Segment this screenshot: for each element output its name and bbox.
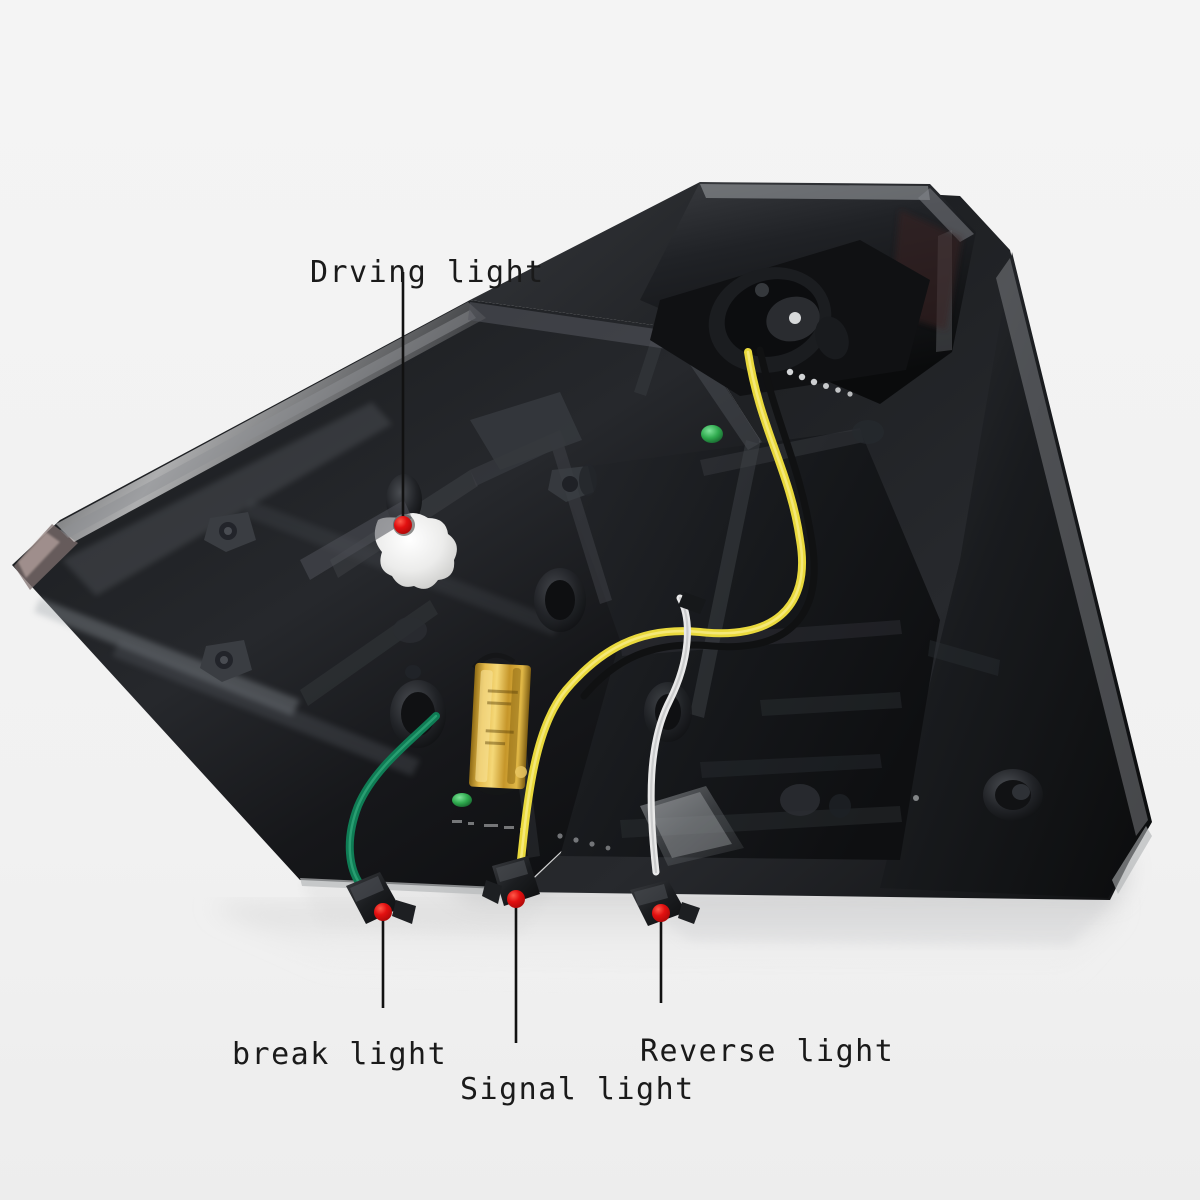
wiring-harness <box>345 346 818 888</box>
lens-specular-a <box>62 402 392 596</box>
connector-signal-light <box>482 856 540 906</box>
marker-break-light <box>374 903 392 921</box>
right-wing-edge <box>996 258 1148 836</box>
lens-tip-highlight <box>18 532 60 578</box>
label-driving-light: Drving light <box>310 255 545 290</box>
reverse-reflector-window <box>640 786 744 866</box>
reverse-reflector-inner <box>648 792 732 858</box>
marker-signal-light <box>507 890 525 908</box>
connector-break-light <box>346 872 416 924</box>
right-wing-face <box>880 252 1152 898</box>
marker-reverse-light <box>652 904 670 922</box>
mount-bracket <box>470 392 582 470</box>
top-lens-corner <box>918 188 974 242</box>
wire-yellow-highlight <box>518 350 804 872</box>
lens-top-edge-line <box>60 310 476 538</box>
label-break-light: break light <box>232 1037 448 1072</box>
bracket-highlight <box>300 500 412 580</box>
led-dot-row <box>786 368 853 397</box>
connector-reverse-light <box>630 880 700 926</box>
upper-bulb-screw <box>789 312 801 324</box>
label-reverse-light: Reverse light <box>640 1034 895 1069</box>
wire-green-highlight <box>348 714 438 886</box>
wire-clip <box>678 592 706 614</box>
top-lens-highlight <box>700 184 930 200</box>
right-wing-corner <box>1112 826 1152 894</box>
housing-upper-edge <box>468 302 690 352</box>
bulb-socket <box>374 513 457 589</box>
lens-specular-c <box>112 640 420 776</box>
green-indicator-dot-lower <box>452 793 472 807</box>
load-resistor <box>468 652 532 795</box>
upper-reflector-lobe <box>815 316 849 360</box>
label-signal-light: Signal light <box>460 1072 695 1107</box>
annotation-markers <box>374 516 670 922</box>
annotation-leaders <box>381 272 663 1043</box>
upper-bulb-pin <box>755 283 769 297</box>
green-indicator-dot-upper <box>701 425 723 443</box>
ground-reflection <box>210 880 1120 985</box>
marker-driving-light <box>394 516 412 534</box>
wire-black-upper <box>580 346 818 700</box>
wire-white-highlight <box>650 596 689 874</box>
taillight-assembly <box>12 182 1152 900</box>
housing-seam-dots <box>557 833 611 851</box>
